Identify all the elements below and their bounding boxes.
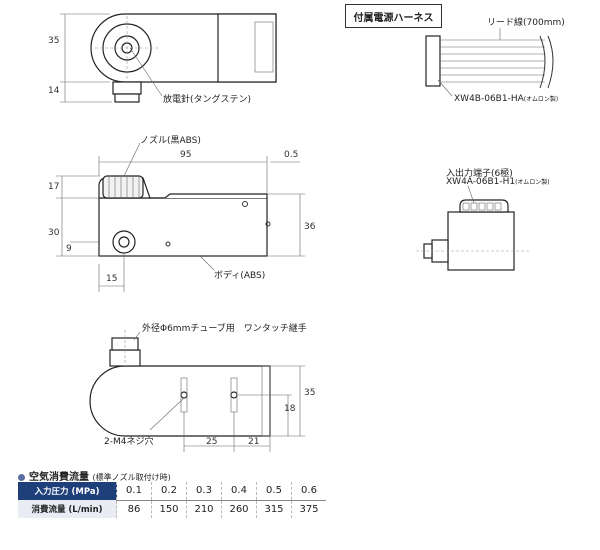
flow-cell: 375 xyxy=(291,500,326,518)
pressure-cell: 0.1 xyxy=(116,482,152,501)
front-dim-15: 15 xyxy=(106,274,118,284)
screw-hole-label: 2-M4ネジ穴 xyxy=(104,437,154,447)
top-dim-35: 35 xyxy=(48,36,60,46)
flow-cell: 150 xyxy=(151,500,187,518)
fitting-body xyxy=(112,81,142,95)
bottom-dim-21: 21 xyxy=(248,437,260,447)
front-dim-9: 9 xyxy=(66,244,72,254)
top-view-connector xyxy=(217,13,277,83)
terminal-label: 入出力端子(6極) xyxy=(446,169,513,179)
table-row: 入力圧力 (MPa) 0.1 0.2 0.3 0.4 0.5 0.6 xyxy=(18,482,326,501)
bottom-body xyxy=(89,365,271,437)
top-dim-14: 14 xyxy=(48,86,60,96)
bullet-icon xyxy=(18,473,25,481)
pressure-cell: 0.2 xyxy=(151,482,187,501)
pressure-header: 入力圧力 (MPa) xyxy=(18,482,117,500)
front-dim-36: 36 xyxy=(304,222,316,232)
air-consumption-table: 入力圧力 (MPa) 0.1 0.2 0.3 0.4 0.5 0.6 消費流量 … xyxy=(18,482,326,518)
front-dim-17: 17 xyxy=(48,182,60,192)
front-view xyxy=(56,142,305,292)
tube-fitting-label: 外径Φ6mmチューブ用 ワンタッチ継手 xyxy=(142,324,307,334)
terminal-part-number: XW4A-06B1-H1(オムロン製) xyxy=(446,177,550,187)
bottom-dim-18: 18 xyxy=(284,404,296,414)
body-label: ボディ(ABS) xyxy=(214,271,266,281)
front-dim-30: 30 xyxy=(48,228,60,238)
top-view xyxy=(60,13,277,103)
pressure-cell: 0.6 xyxy=(291,482,326,501)
pressure-cell: 0.5 xyxy=(256,482,292,501)
table-row: 消費流量 (L/min) 86 150 210 260 315 375 xyxy=(18,500,326,518)
pressure-cell: 0.4 xyxy=(221,482,257,501)
harness-connector xyxy=(425,35,441,87)
bottom-dim-25: 25 xyxy=(206,437,218,447)
lead-wire-label: リード線(700mm) xyxy=(487,18,565,28)
flow-cell: 86 xyxy=(116,500,152,518)
harness-drawing xyxy=(425,28,554,97)
harness-title: 付属電源ハーネス xyxy=(345,4,442,28)
bottom-view xyxy=(89,330,305,452)
flow-cell: 260 xyxy=(221,500,257,518)
needle-label: 放電針(タングステン) xyxy=(163,95,252,105)
front-dim-05: 0.5 xyxy=(284,150,299,160)
harness-part-number: XW4B-06B1-HA(オムロン製) xyxy=(454,94,559,104)
flow-cell: 315 xyxy=(256,500,292,518)
side-view xyxy=(416,185,530,271)
flow-header: 消費流量 (L/min) xyxy=(18,500,117,518)
flow-cell: 210 xyxy=(186,500,222,518)
side-body xyxy=(447,211,515,271)
front-dim-95: 95 xyxy=(180,150,192,160)
front-body xyxy=(98,197,268,257)
bottom-dim-35: 35 xyxy=(304,388,316,398)
nozzle-label: ノズル(黒ABS) xyxy=(140,136,201,146)
air-table-title: 空気消費流量 (標準ノズル取付け時) xyxy=(18,468,171,483)
pressure-cell: 0.3 xyxy=(186,482,222,501)
